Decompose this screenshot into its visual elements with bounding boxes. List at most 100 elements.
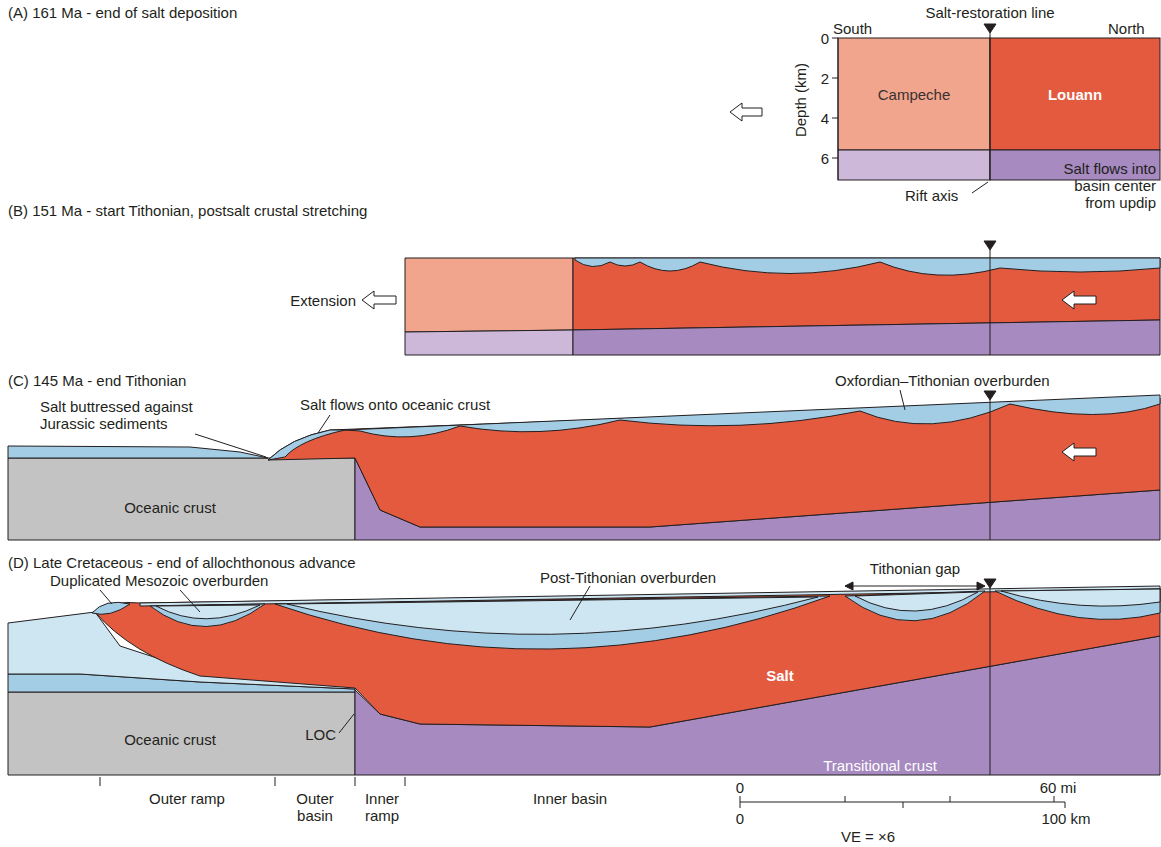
section-stroke (990, 250, 991, 355)
section-stroke (8, 458, 355, 540)
section-stroke (990, 38, 1160, 150)
scale-label: 0 (736, 810, 744, 827)
section-stroke (100, 777, 101, 786)
section-stroke (573, 258, 1160, 330)
scale-label: 0 (736, 779, 744, 796)
panel-heading: (C) 145 Ma - end Tithonian (8, 372, 186, 389)
section-stroke (903, 802, 904, 808)
section-stroke (832, 38, 838, 39)
axis-title: Depth (km) (792, 63, 809, 137)
region-label: Transitional crust (823, 757, 937, 774)
scale-label: 100 km (1041, 810, 1090, 827)
section-stroke (92, 602, 130, 614)
section-stroke (832, 118, 838, 119)
section-stroke (984, 241, 996, 250)
section-stroke (1065, 802, 1066, 808)
region-label: Oceanic crust (124, 499, 216, 516)
zone-label: Outer basin (291, 790, 339, 824)
section-stroke (900, 390, 905, 410)
region-label: Louann (1048, 86, 1102, 103)
section-stroke (1001, 589, 1160, 606)
section-stroke (355, 777, 356, 786)
section-stroke (275, 596, 830, 649)
dimension-label: Tithonian gap (870, 560, 960, 577)
section-stroke (573, 320, 1160, 355)
callout-label: Salt flows onto oceanic crust (300, 396, 490, 413)
tick-label: 6 (821, 150, 829, 167)
callout-label: Post-Tithonian overburden (540, 569, 716, 586)
section-stroke (838, 38, 990, 150)
section-stroke (318, 415, 330, 433)
section-stroke (845, 582, 853, 590)
tick-label: 0 (821, 30, 829, 47)
region-label: Salt (766, 667, 794, 684)
tick-label: 4 (821, 110, 829, 127)
section-stroke (984, 579, 996, 588)
section-stroke (195, 434, 266, 457)
section-stroke (990, 33, 991, 180)
section-stroke (1054, 796, 1055, 802)
salt-basin-block: Louann (990, 38, 1160, 150)
section-stroke (575, 258, 1160, 275)
section-stroke (570, 586, 590, 620)
region-label: Campeche (878, 86, 951, 103)
section-stroke (8, 692, 355, 775)
section-stroke (832, 158, 838, 159)
section-stroke (405, 330, 573, 355)
region-label: Oceanic crust (124, 731, 216, 748)
callout-label: Oxfordian–Tithonian overburden (835, 372, 1050, 389)
section-stroke (995, 589, 1160, 619)
callout-label: LOC (305, 726, 336, 743)
callout-label: Rift axis (905, 187, 958, 204)
section-stroke (845, 586, 985, 587)
section-stroke (838, 38, 839, 180)
crust-region: Oceanic crust (40, 724, 300, 754)
section-stroke (156, 605, 260, 619)
section-stroke (405, 777, 406, 786)
salt-body: Salt (700, 660, 860, 690)
crust-region: Transitional crust (780, 752, 980, 778)
section-stroke (100, 590, 112, 604)
section-stroke (287, 597, 818, 634)
section-stroke (275, 777, 276, 786)
section-stroke (984, 391, 996, 400)
zone-label: Inner ramp (358, 790, 406, 824)
section-stroke (838, 150, 990, 180)
section-stroke (832, 78, 838, 79)
panel-heading: (B) 151 Ma - start Tithonian, postsalt c… (8, 202, 367, 219)
panel-d-section (8, 579, 1160, 775)
section-stroke (977, 582, 985, 590)
scale-label: 60 mi (1040, 779, 1077, 796)
scale-and-ticks (100, 777, 1065, 808)
section-stroke (855, 592, 978, 611)
zone-label: Outer ramp (149, 790, 225, 807)
marker-label: Salt-restoration line (925, 4, 1054, 21)
section-stroke (268, 430, 345, 460)
panel-b-section (362, 241, 1160, 355)
callout-label: Duplicated Mesozoic overburden (50, 572, 268, 589)
salt-basin-block: Campeche (838, 38, 990, 150)
section-stroke (150, 604, 265, 627)
section-stroke (845, 796, 846, 802)
panel-heading: (D) Late Cretaceous - end of allochthono… (8, 554, 356, 571)
section-stroke (405, 258, 573, 332)
section-stroke (180, 590, 200, 612)
section-stroke (362, 291, 396, 309)
section-stroke (740, 796, 741, 808)
zone-label: Inner basin (533, 790, 607, 807)
tick-label: 2 (821, 70, 829, 87)
scale-label: VE = ×6 (841, 828, 895, 845)
panel-heading: (A) 161 Ma - end of salt deposition (8, 4, 237, 21)
section-stroke (984, 24, 996, 33)
section-stroke (990, 400, 991, 540)
section-stroke (730, 103, 762, 121)
section-stroke (845, 591, 985, 621)
callout-label: Salt flows into basin center from updip (1050, 160, 1156, 211)
section-stroke (339, 714, 354, 733)
direction-label: North (1108, 20, 1145, 37)
crust-region: Oceanic crust (40, 490, 300, 524)
section-stroke (1062, 443, 1096, 461)
section-stroke (95, 588, 1160, 727)
